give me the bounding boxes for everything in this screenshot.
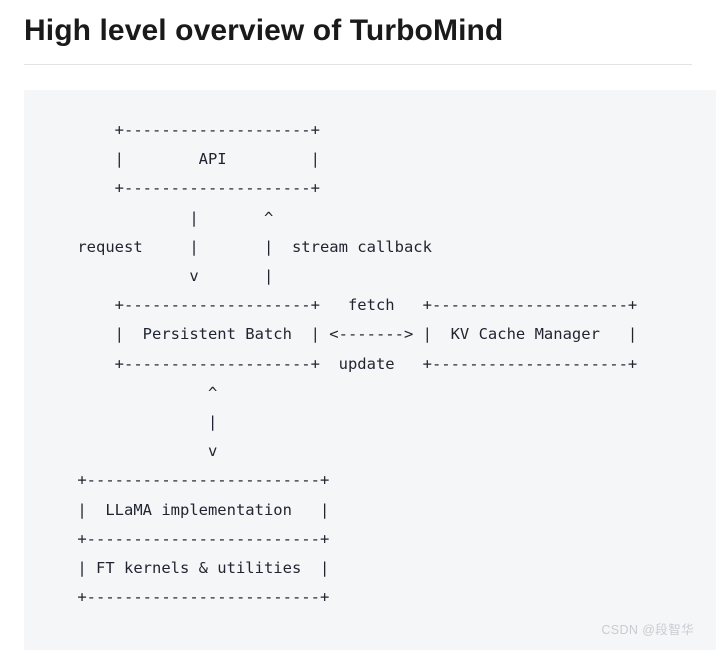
article-heading: High level overview of TurboMind	[24, 8, 692, 65]
code-block-card: +--------------------+ | API | +--------…	[24, 90, 716, 650]
csdn-watermark: CSDN @段智华	[601, 623, 694, 637]
page-root: High level overview of TurboMind +------…	[24, 8, 694, 637]
page-title: High level overview of TurboMind	[24, 14, 504, 47]
ascii-architecture-diagram: +--------------------+ | API | +--------…	[77, 121, 638, 607]
heading-divider	[24, 64, 692, 65]
